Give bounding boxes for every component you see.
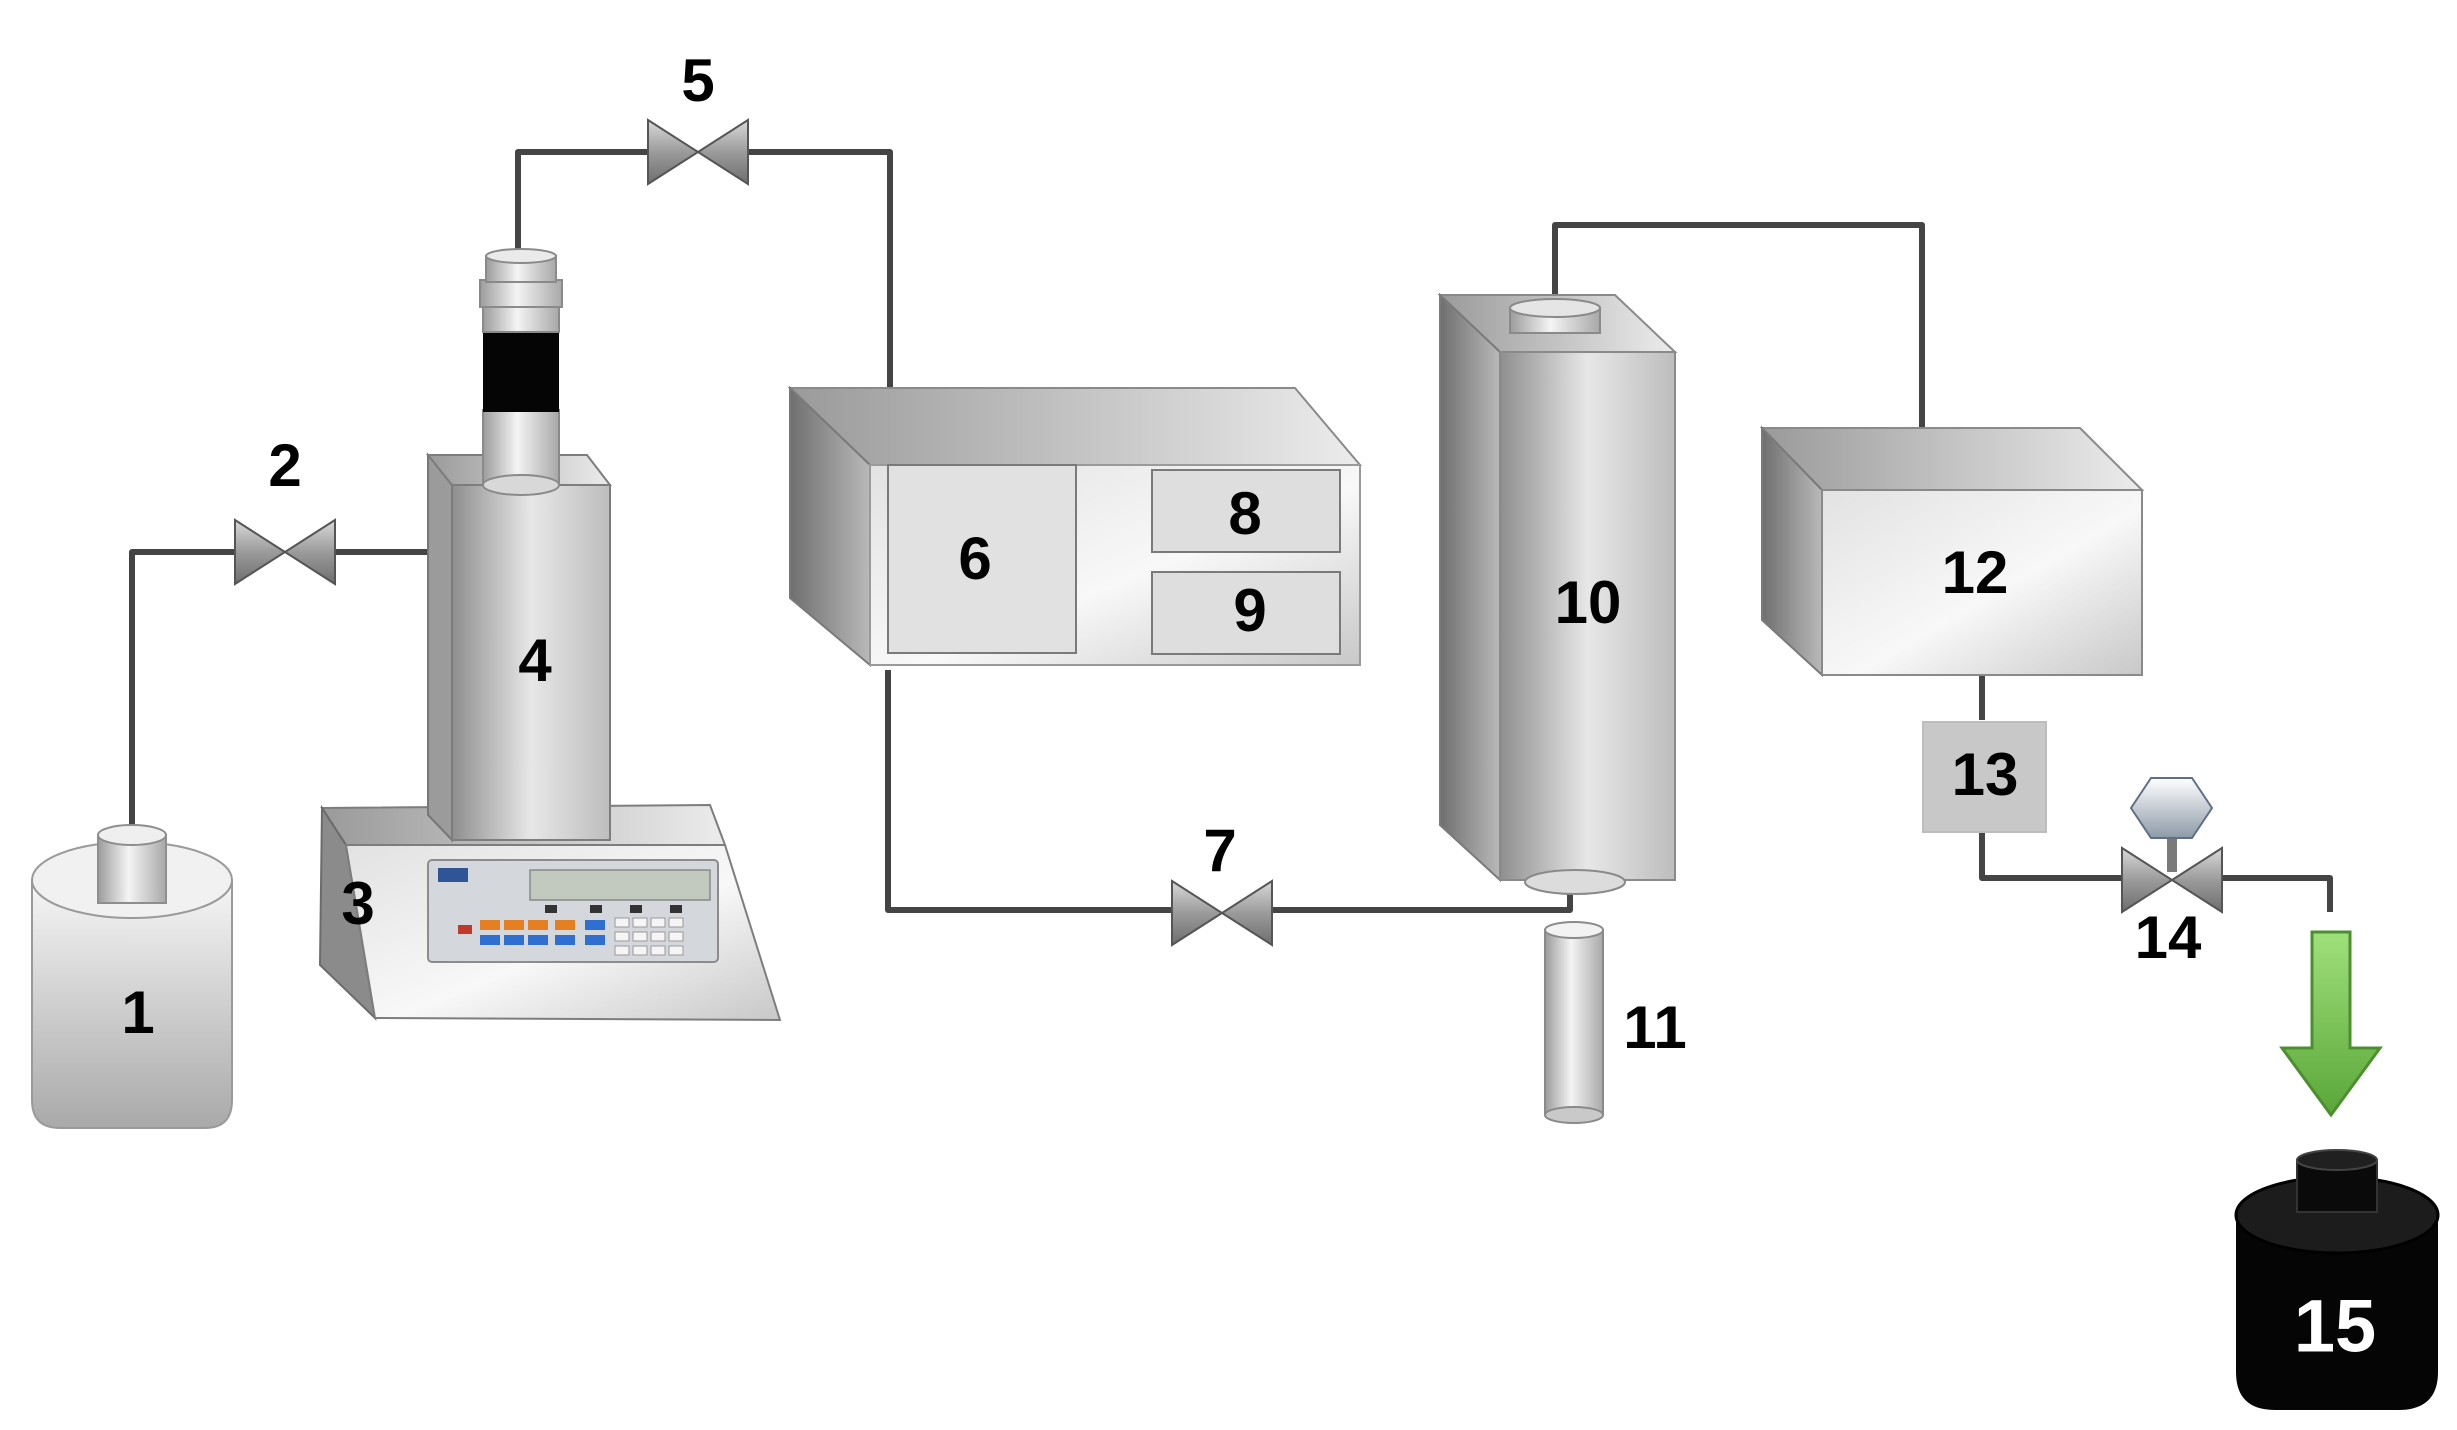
- syringe-pump: 4: [425, 248, 613, 843]
- unit-12: 12: [1759, 425, 2145, 678]
- oven-unit: 6 8 9: [787, 385, 1363, 668]
- receiving-vessel: 15: [2234, 1149, 2440, 1410]
- back-pressure-valve: 14: [2121, 777, 2223, 971]
- label-11: 11: [1623, 994, 1686, 1061]
- pipe-7-to-10: [1268, 888, 1573, 913]
- pipe-5-to-6: [748, 149, 893, 420]
- keypad-icon: [458, 917, 684, 956]
- pipe-14-outlet: [2220, 875, 2333, 912]
- label-5: 5: [681, 47, 714, 114]
- pressure-gauge-icon: [2129, 777, 2214, 839]
- label-10: 10: [1555, 569, 1622, 636]
- panel-9: [1151, 571, 1341, 655]
- pipe-13-to-14: [1979, 832, 2125, 881]
- valve-icon: [647, 119, 749, 185]
- pipe-10-to-12: [1552, 222, 1925, 455]
- valve-5: 5: [647, 47, 749, 185]
- label-6: 6: [958, 525, 991, 592]
- syringe-barrel: [479, 248, 563, 496]
- pump-control-panel: [427, 859, 719, 963]
- label-2: 2: [268, 432, 301, 499]
- box-13: 13: [1922, 721, 2047, 833]
- collection-tube: 11: [1544, 921, 1687, 1124]
- valve-icon: [1171, 880, 1273, 946]
- valve-icon: [234, 519, 336, 585]
- label-4: 4: [518, 627, 552, 694]
- label-8: 8: [1228, 480, 1261, 547]
- pipe-network: [129, 149, 2333, 913]
- panel-8: [1151, 469, 1341, 553]
- label-7: 7: [1203, 817, 1236, 884]
- label-15: 15: [2294, 1285, 2376, 1368]
- valve-7: 7: [1171, 817, 1273, 946]
- separator-column: 10: [1437, 292, 1678, 895]
- label-3: 3: [341, 870, 374, 937]
- label-14: 14: [2135, 904, 2202, 971]
- panel-6: [887, 464, 1077, 654]
- feed-vessel: 1: [31, 824, 233, 1129]
- pipe-4-to-5: [515, 149, 650, 255]
- pipe-6-to-7: [885, 670, 1172, 913]
- pipe-1-to-2: [129, 549, 240, 835]
- label-1: 1: [121, 979, 154, 1046]
- label-9: 9: [1233, 577, 1266, 644]
- valve-2: 2: [234, 432, 336, 585]
- label-13: 13: [1952, 741, 2019, 808]
- label-12: 12: [1942, 539, 2009, 606]
- flow-arrow-icon: [2279, 930, 2383, 1118]
